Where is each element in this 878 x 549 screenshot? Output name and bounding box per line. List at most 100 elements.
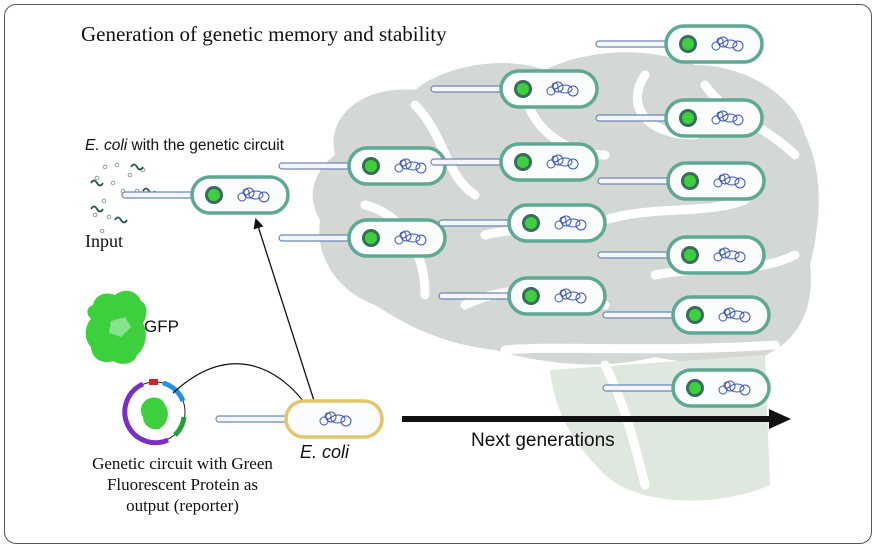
circuit-caption-line-1: Genetic circuit with Green xyxy=(92,454,273,473)
bacterium-with-circuit-icon xyxy=(278,146,447,186)
input-label: Input xyxy=(85,231,123,251)
dna-icon xyxy=(713,247,746,263)
dna-icon xyxy=(394,158,427,174)
ecoli-bacterium-icon xyxy=(215,399,384,439)
flagellum xyxy=(430,158,504,166)
bacterium-with-circuit-icon xyxy=(278,218,447,258)
cell-body xyxy=(499,69,599,109)
gfp-core xyxy=(684,175,696,187)
flagellum xyxy=(597,251,671,259)
gfp-core xyxy=(525,290,537,302)
molecule-squiggle xyxy=(130,163,144,171)
molecule-dot xyxy=(92,212,98,218)
flagellum xyxy=(278,162,352,170)
cell-body xyxy=(507,203,607,243)
circuit-caption-line-2: Fluorescent Protein as xyxy=(106,475,259,494)
gfp-core xyxy=(208,189,220,201)
bacterium-with-circuit-icon xyxy=(602,295,771,335)
bacterium-with-circuit-icon xyxy=(121,175,290,215)
dna-icon xyxy=(554,215,587,231)
bacterium-with-circuit-icon xyxy=(438,276,607,316)
dna-icon xyxy=(713,173,746,189)
cell-body xyxy=(671,295,771,335)
dna-icon xyxy=(711,36,744,52)
molecule-dot xyxy=(110,180,116,186)
dna-icon xyxy=(718,307,751,323)
molecule-squiggle xyxy=(90,205,104,213)
dna-icon xyxy=(237,187,270,203)
ecoli-label: E. coli xyxy=(300,442,350,462)
cell-body xyxy=(507,276,607,316)
bacterium-with-circuit-icon xyxy=(430,142,599,182)
gfp-core xyxy=(682,38,694,50)
cell-body xyxy=(664,98,764,138)
gfp-core xyxy=(689,309,701,321)
bacterium-with-circuit-icon xyxy=(430,69,599,109)
next-generations-label: Next generations xyxy=(471,430,615,451)
molecule-squiggle xyxy=(114,216,128,224)
ecoli-to-circuit-cell-arrow xyxy=(253,218,318,411)
bacterium-with-circuit-icon xyxy=(438,203,607,243)
input-molecules-icon xyxy=(90,162,156,234)
diagram-canvas xyxy=(85,24,819,501)
dna-icon xyxy=(718,380,751,396)
dna-icon xyxy=(554,288,587,304)
next-generations-arrow xyxy=(402,409,791,429)
flagellum xyxy=(438,219,512,227)
dna-icon xyxy=(394,230,427,246)
gfp-label: GFP xyxy=(144,317,179,336)
gfp-core xyxy=(517,83,529,95)
dna-icon xyxy=(711,110,744,126)
cell-body xyxy=(347,218,447,258)
cell-body xyxy=(666,161,766,201)
cell-body xyxy=(671,368,771,408)
gfp-core xyxy=(682,112,694,124)
cell-body xyxy=(664,24,764,64)
gfp-protein-icon xyxy=(85,290,147,364)
ecoli-circuit-label-italic: E. coli xyxy=(85,137,128,154)
bacterium-with-circuit-icon xyxy=(597,161,766,201)
flagellum xyxy=(597,177,671,185)
molecule-dot xyxy=(114,162,120,168)
plasmid-icon xyxy=(122,379,187,446)
bacterium-with-circuit-icon xyxy=(602,368,771,408)
molecule-squiggle xyxy=(90,179,104,187)
gfp-core xyxy=(517,156,529,168)
bacterium-with-circuit-icon xyxy=(595,24,764,64)
ecoli-circuit-label-rest: with the genetic circuit xyxy=(127,137,285,154)
cell-body xyxy=(666,235,766,275)
circuit-caption-line-3: output (reporter) xyxy=(126,496,239,515)
bacterium-with-circuit-icon xyxy=(595,98,764,138)
figure-title: Generation of genetic memory and stabili… xyxy=(81,22,447,46)
gfp-core xyxy=(365,232,377,244)
molecule-dot xyxy=(102,164,108,170)
cell-body xyxy=(284,399,384,439)
flagellum xyxy=(278,234,352,242)
bacteria-group xyxy=(121,24,771,439)
flagellum xyxy=(215,415,289,423)
molecule-dot xyxy=(127,172,133,178)
flagellum xyxy=(595,114,669,122)
molecule-dot xyxy=(101,198,107,204)
bacterium-with-circuit-icon xyxy=(597,235,766,275)
circuit-caption: Genetic circuit with Green Fluorescent P… xyxy=(65,453,300,516)
gfp-core xyxy=(684,249,696,261)
flagellum xyxy=(438,292,512,300)
flagellum xyxy=(602,311,676,319)
gfp-core xyxy=(365,160,377,172)
figure-frame: Generation of genetic memory and stabili… xyxy=(4,4,872,544)
gfp-core xyxy=(525,217,537,229)
flagellum xyxy=(602,384,676,392)
molecule-dot xyxy=(99,228,105,234)
dna-icon xyxy=(546,154,579,170)
cell-body xyxy=(499,142,599,182)
flagellum xyxy=(121,191,195,199)
dna-icon xyxy=(546,81,579,97)
flagellum xyxy=(430,85,504,93)
gfp-core xyxy=(689,382,701,394)
cell-body xyxy=(190,175,290,215)
dna-icon xyxy=(319,411,352,427)
plasmid-to-ecoli-arrow xyxy=(172,363,313,414)
molecule-dot xyxy=(94,175,100,181)
molecule-dot xyxy=(106,214,112,220)
